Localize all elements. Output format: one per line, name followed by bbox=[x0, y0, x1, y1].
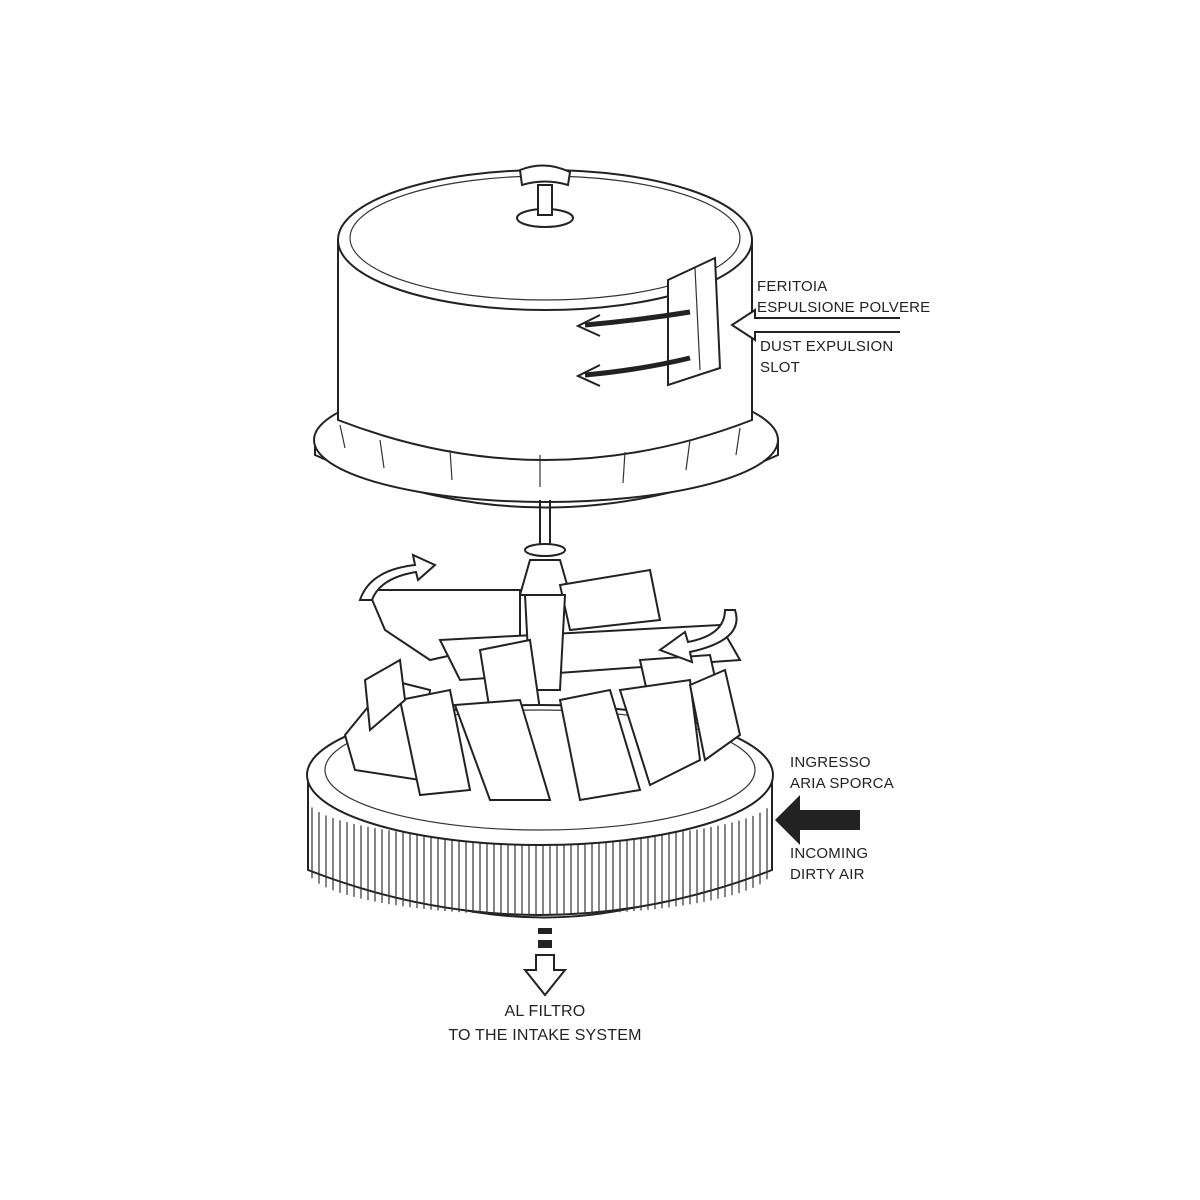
inlet-arrow-icon bbox=[775, 795, 860, 845]
label-line: DIRTY AIR bbox=[790, 866, 865, 883]
rotation-arrows-icon bbox=[358, 553, 738, 664]
label-line: AL FILTRO bbox=[504, 1003, 586, 1020]
outlet-arrow-icon bbox=[522, 928, 568, 997]
label-line: FERITOIA bbox=[757, 278, 828, 295]
dust-slot-pointer-arrow-icon bbox=[730, 308, 900, 342]
dust-slot bbox=[667, 256, 722, 387]
label-line: SLOT bbox=[760, 359, 800, 376]
dust-flow-arrows-icon bbox=[575, 309, 691, 387]
label-line: INGRESSO bbox=[790, 754, 871, 771]
label-line: ARIA SPORCA bbox=[790, 775, 894, 792]
cover bbox=[313, 169, 779, 509]
dust-slot-label-it: FERITOIA ESPULSIONE POLVERE bbox=[757, 276, 930, 318]
base-housing bbox=[306, 658, 774, 919]
inlet-label-it: INGRESSO ARIA SPORCA bbox=[790, 752, 894, 794]
outlet-label: AL FILTRO TO THE INTAKE SYSTEM bbox=[400, 1000, 690, 1048]
rotor bbox=[366, 500, 742, 714]
label-line: INCOMING bbox=[790, 845, 869, 862]
inlet-label-en: INCOMING DIRTY AIR bbox=[790, 843, 868, 885]
label-line: ESPULSIONE POLVERE bbox=[757, 299, 931, 316]
wing-knob-icon bbox=[516, 164, 574, 228]
dust-slot-label-en: DUST EXPULSION SLOT bbox=[760, 336, 893, 378]
label-line: DUST EXPULSION bbox=[760, 338, 894, 355]
label-line: TO THE INTAKE SYSTEM bbox=[448, 1027, 642, 1044]
